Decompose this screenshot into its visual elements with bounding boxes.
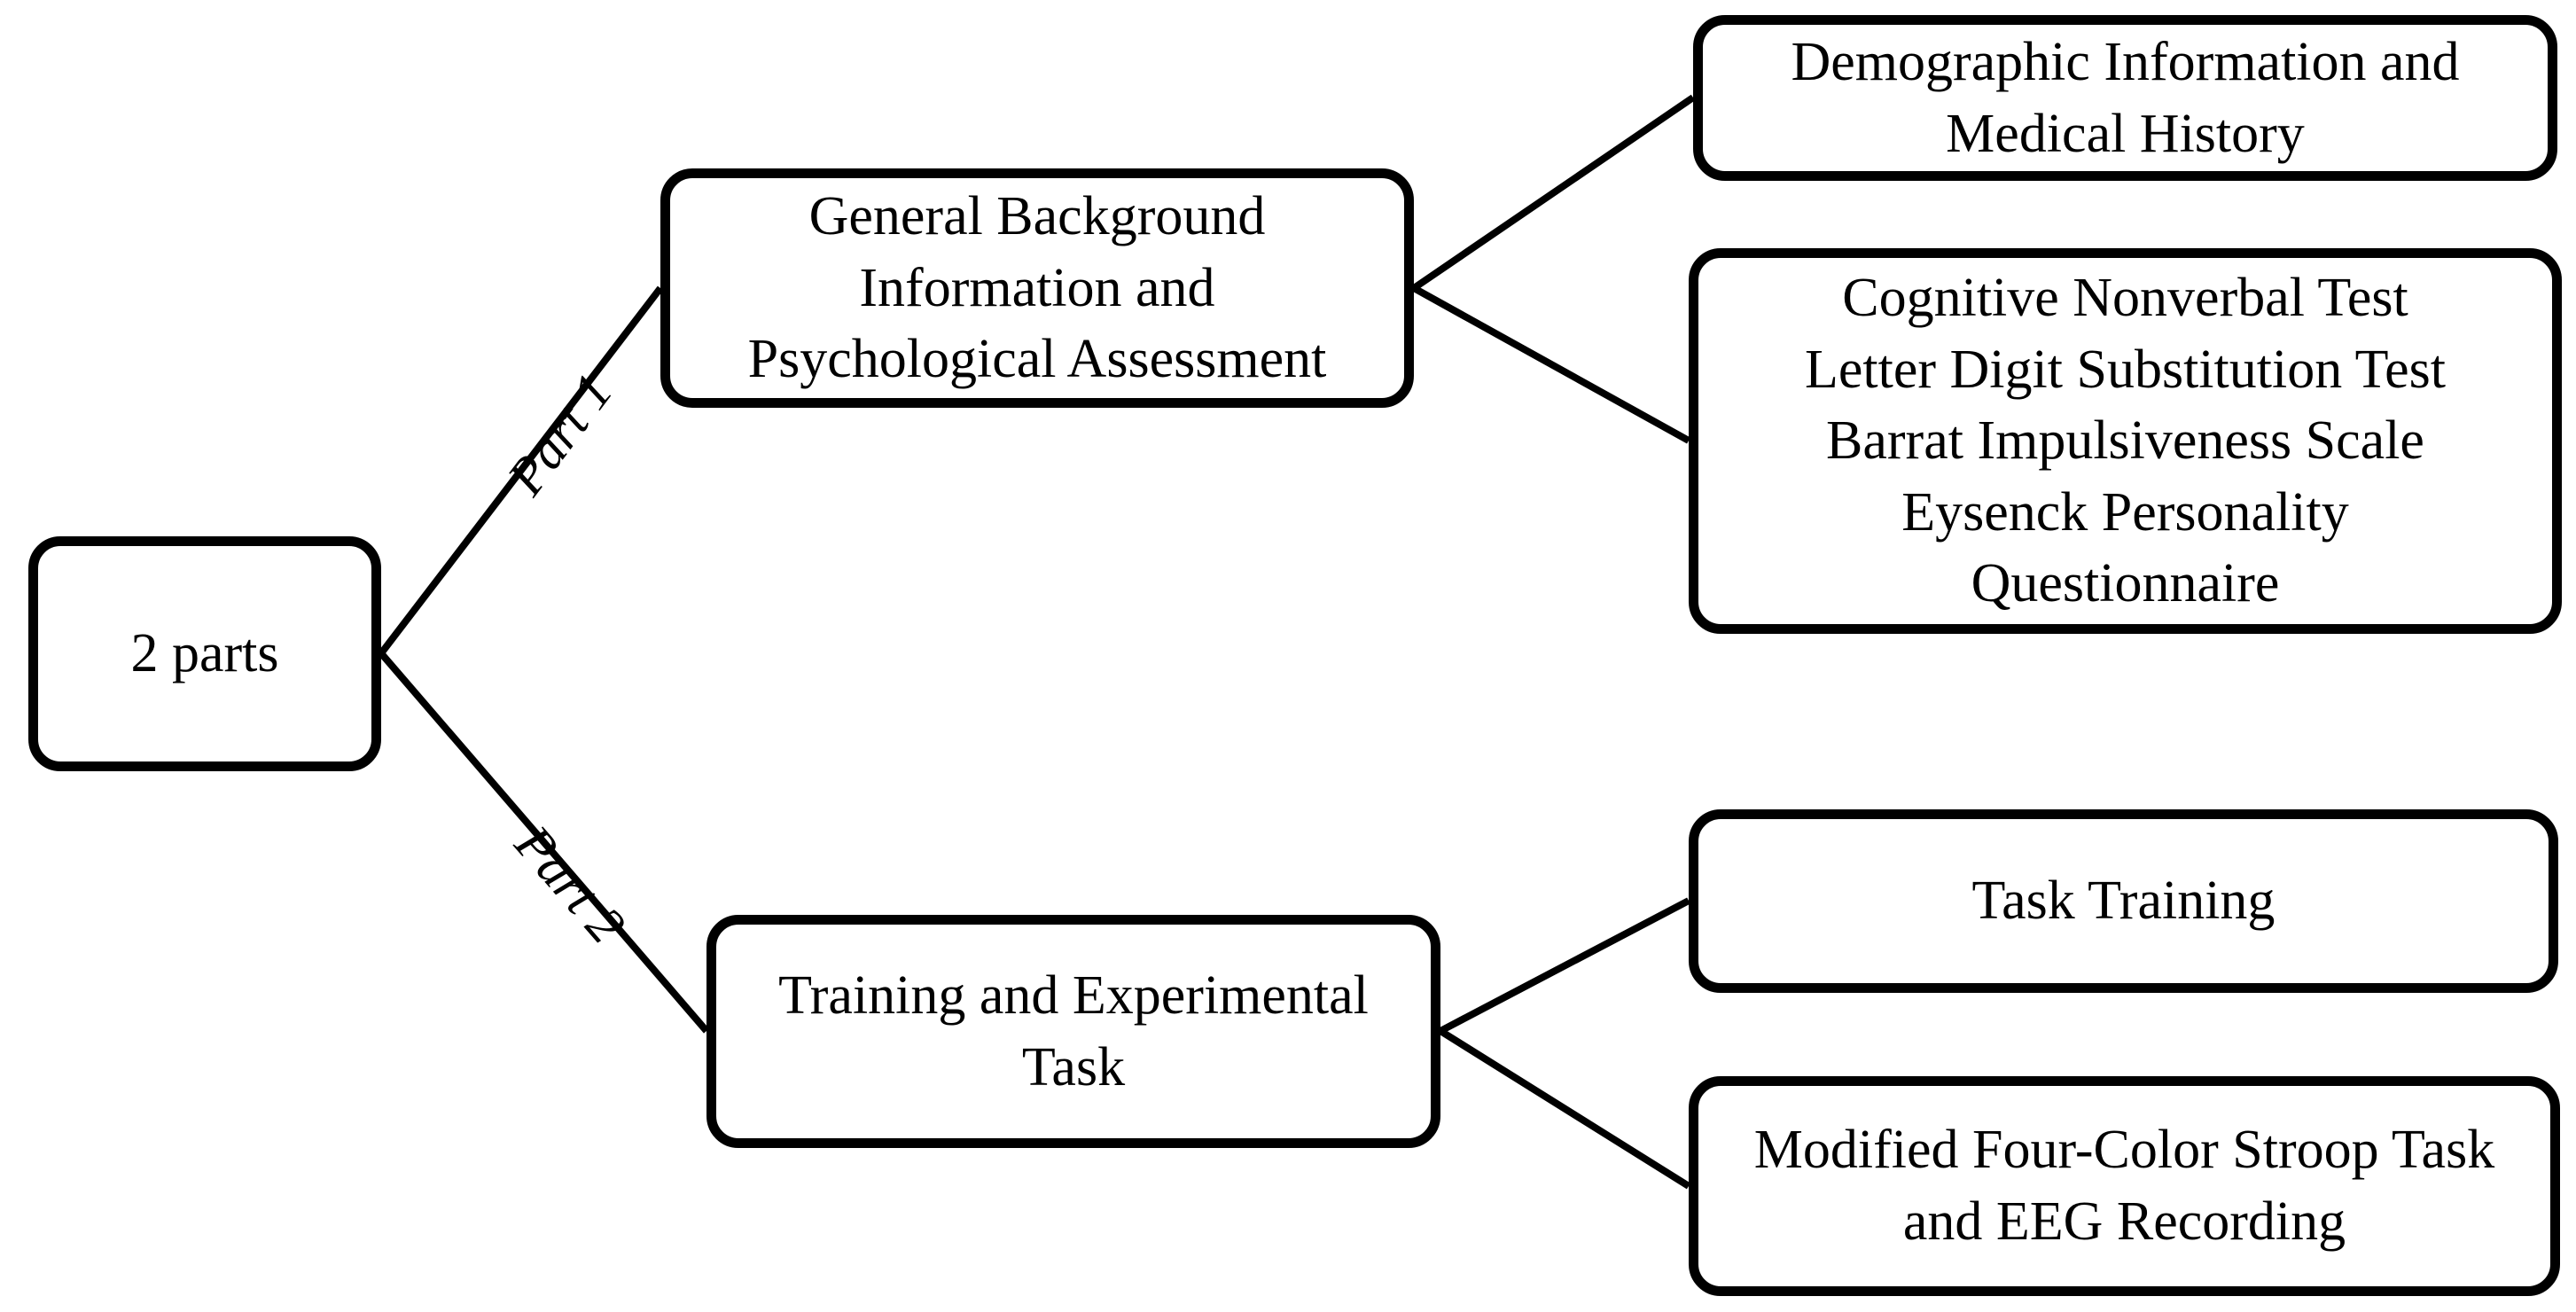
connector-part2-to-task-training [1439,897,1690,1035]
tests-box: Cognitive Nonverbal Test Letter Digit Su… [1689,248,2562,634]
task-training-box: Task Training [1689,809,2558,993]
part1-box-label: General Background Information and Psych… [747,186,1327,390]
connector-part1-to-demographic [1411,94,1696,292]
connector-root-to-part2 [378,651,710,1034]
root-box-label: 2 parts [130,623,279,684]
part2-box: Training and Experimental Task [706,915,1440,1148]
demographic-box-label: Demographic Information and Medical Hist… [1791,31,2460,164]
connector-part1-to-tests [1412,285,1690,444]
connector-root-to-part1 [378,285,664,656]
stroop-box: Modified Four-Color Stroop Task and EEG … [1689,1076,2560,1296]
task-training-box-label: Task Training [1971,871,2275,932]
connector-part2-to-stroop [1438,1027,1691,1190]
root-box: 2 parts [28,536,381,771]
part1-box: General Background Information and Psych… [660,168,1414,408]
stroop-box-label: Modified Four-Color Stroop Task and EEG … [1753,1120,2495,1252]
part2-box-label: Training and Experimental Task [778,964,1369,1097]
tests-box-label: Cognitive Nonverbal Test Letter Digit Su… [1805,268,2446,614]
demographic-box: Demographic Information and Medical Hist… [1693,15,2557,181]
